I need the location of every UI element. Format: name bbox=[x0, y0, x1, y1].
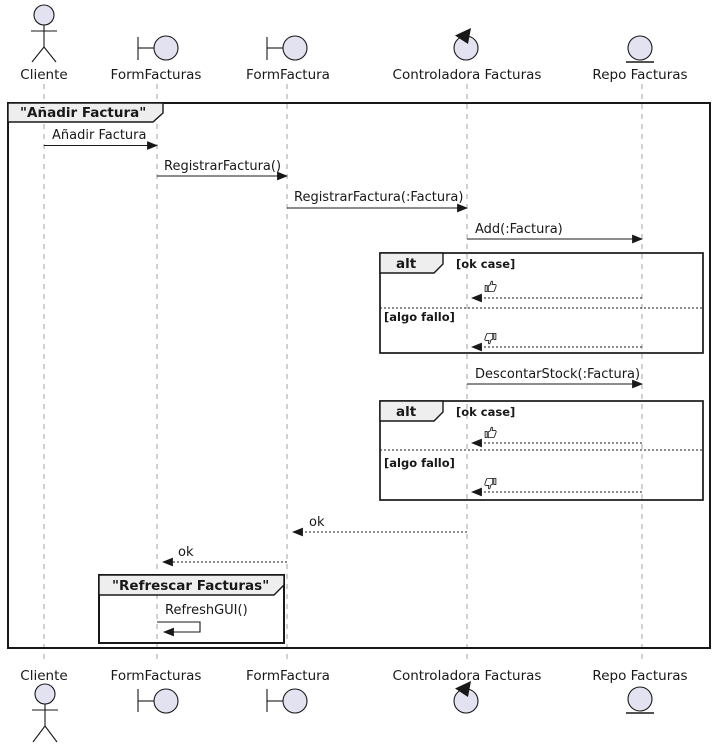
thumbs-down-icon bbox=[484, 477, 497, 490]
guard-ok-label: [ok case] bbox=[456, 405, 515, 419]
alt-fragment-2: alt [ok case] [algo fallo] bbox=[379, 400, 704, 501]
participant-controladora-bottom: Controladora Facturas bbox=[393, 668, 542, 714]
boundary-icon bbox=[266, 35, 308, 61]
main-frame-title: "Añadir Factura" bbox=[20, 105, 146, 121]
participant-repo-bottom: Repo Facturas bbox=[592, 668, 688, 714]
alt-keyword: alt bbox=[396, 404, 417, 420]
participant-formfactura-top: FormFactura bbox=[246, 35, 330, 83]
participant-label: Controladora Facturas bbox=[393, 67, 542, 83]
actor-icon bbox=[32, 683, 58, 743]
participant-cliente-bottom: Cliente bbox=[20, 668, 68, 743]
entity-icon bbox=[626, 686, 654, 714]
boundary-icon bbox=[266, 688, 308, 714]
participant-label: Cliente bbox=[20, 67, 67, 83]
lifelines bbox=[43, 84, 643, 664]
participant-label: Repo Facturas bbox=[592, 67, 687, 83]
alt-keyword: alt bbox=[396, 256, 417, 272]
boundary-icon bbox=[137, 35, 179, 61]
message-label: DescontarStock(:Factura) bbox=[475, 367, 640, 382]
message-label: RegistrarFactura(:Factura) bbox=[294, 190, 463, 205]
control-icon bbox=[453, 28, 479, 61]
messages: Añadir Factura RegistrarFactura() Regist… bbox=[44, 128, 644, 244]
main-frame-border bbox=[7, 102, 711, 649]
participant-label: FormFacturas bbox=[111, 67, 202, 83]
participant-formfactura-bottom: FormFactura bbox=[246, 668, 330, 714]
main-frame-tab bbox=[7, 102, 164, 123]
inner-frame-title: "Refrescar Facturas" bbox=[112, 578, 269, 594]
alt-frame-tab bbox=[379, 400, 444, 422]
inner-frame: "Refrescar Facturas" RefreshGUI() bbox=[98, 574, 285, 644]
participant-label: Repo Facturas bbox=[592, 668, 687, 684]
inner-frame-tab bbox=[98, 574, 285, 596]
message-label: RegistrarFactura() bbox=[164, 159, 281, 174]
guard-fail-label: [algo fallo] bbox=[384, 456, 455, 470]
self-message-arrow bbox=[157, 621, 201, 637]
thumbs-down-icon bbox=[484, 332, 497, 345]
participant-cliente-top: Cliente bbox=[20, 4, 68, 83]
thumbs-up-icon bbox=[484, 280, 497, 293]
self-message-label: RefreshGUI() bbox=[165, 603, 248, 618]
return-label: ok bbox=[178, 545, 194, 560]
boundary-icon bbox=[137, 688, 179, 714]
message-label: Add(:Factura) bbox=[475, 222, 563, 237]
control-icon bbox=[453, 681, 479, 714]
alt-frame-tab bbox=[379, 252, 444, 274]
return-label: ok bbox=[309, 515, 325, 530]
participant-label: Controladora Facturas bbox=[393, 668, 542, 684]
participant-repo-top: Repo Facturas bbox=[592, 35, 688, 83]
participant-label: FormFactura bbox=[246, 668, 330, 684]
participant-formfacturas-top: FormFacturas bbox=[111, 35, 202, 83]
participant-label: Cliente bbox=[20, 668, 67, 684]
participant-label: FormFacturas bbox=[111, 668, 202, 684]
participant-controladora-top: Controladora Facturas bbox=[393, 28, 542, 83]
alt-frame-border bbox=[379, 252, 704, 354]
entity-icon bbox=[626, 35, 654, 63]
actor-icon bbox=[31, 4, 57, 63]
guard-ok-label: [ok case] bbox=[456, 257, 515, 271]
thumbs-up-icon bbox=[484, 426, 497, 439]
message-label: Añadir Factura bbox=[52, 128, 147, 143]
participant-label: FormFactura bbox=[246, 67, 330, 83]
guard-fail-label: [algo fallo] bbox=[384, 310, 455, 324]
participant-formfacturas-bottom: FormFacturas bbox=[111, 668, 202, 714]
alt-fragment-1: alt [ok case] [algo fallo] bbox=[379, 252, 704, 354]
